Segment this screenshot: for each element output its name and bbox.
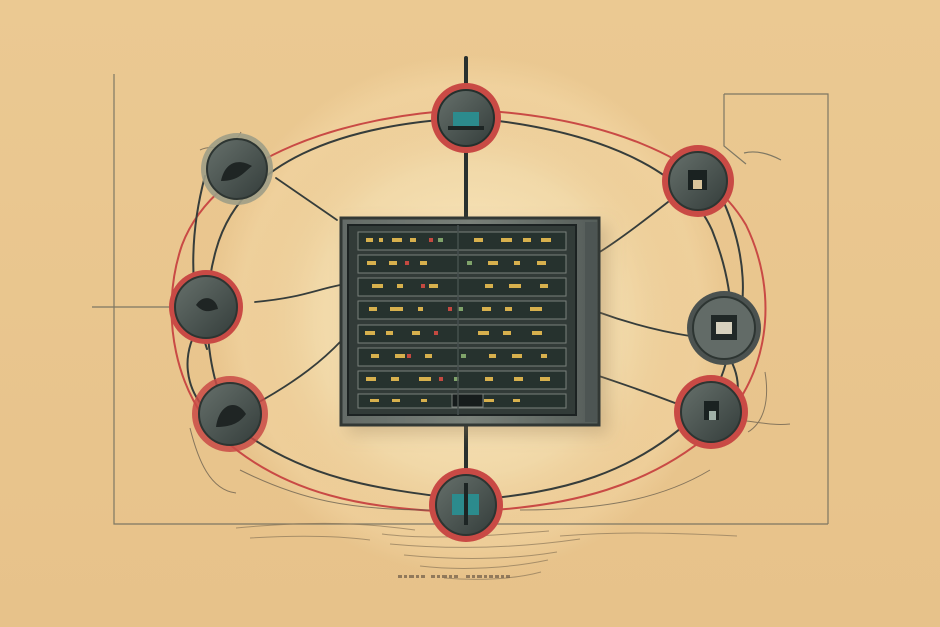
upper-right-node-icon xyxy=(662,145,734,217)
network-node-icon xyxy=(169,83,761,542)
server-indicator-lights xyxy=(365,238,551,402)
caption-glyphs xyxy=(398,575,510,578)
ground-scribbles xyxy=(235,522,738,580)
lower-right-node-icon xyxy=(674,375,748,449)
server-rack-slots xyxy=(357,231,567,409)
bottom-node-icon xyxy=(429,468,503,542)
lower-left-node-icon xyxy=(192,376,268,452)
top-node-icon xyxy=(431,83,501,153)
right-node-icon xyxy=(687,291,761,365)
left-node-icon xyxy=(169,270,243,344)
server-rack-icon xyxy=(339,216,601,427)
upper-left-node-icon xyxy=(201,133,273,205)
